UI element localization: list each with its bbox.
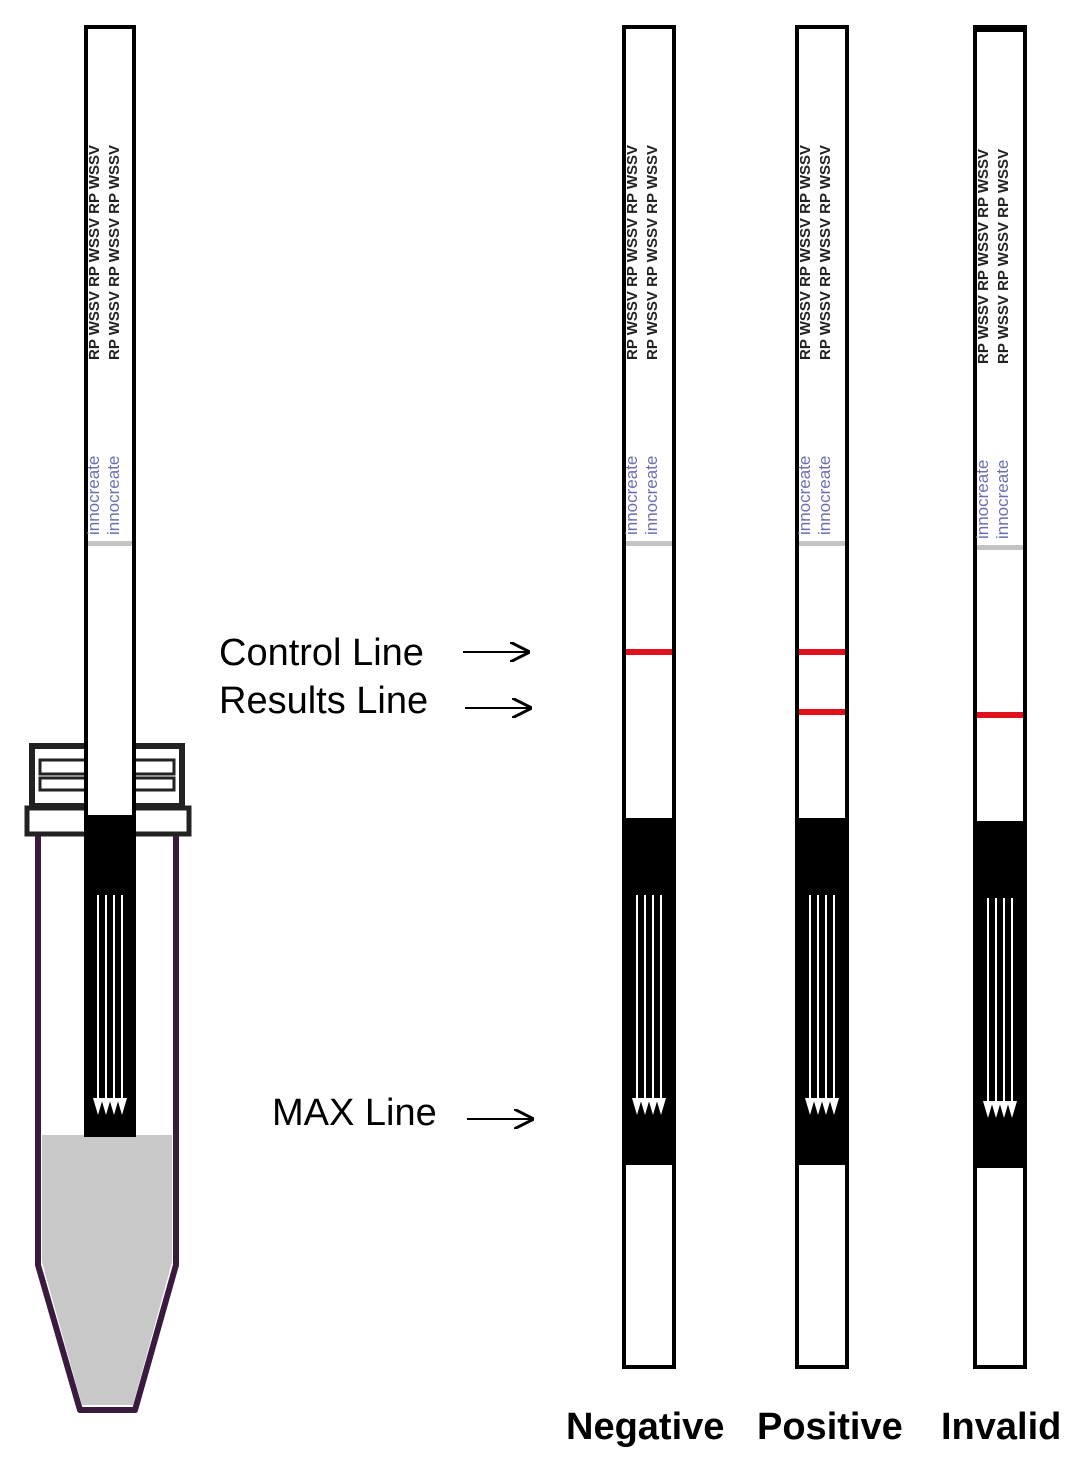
control-line-label: Control Line (219, 632, 424, 674)
svg-text:innocreate: innocreate (973, 460, 992, 539)
svg-text:RP WSSV RP WSSV RP WSSV: RP WSSV RP WSSV RP WSSV (86, 145, 103, 360)
tube-liquid (42, 1135, 172, 1405)
strip-invalid: innocreate RP WSSV RP WSSV RP WSSV innoc… (973, 25, 1027, 1369)
tube-strip: innocreate RP WSSV RP WSSV RP WSSV innoc… (84, 25, 136, 1137)
results-line-mark (799, 709, 845, 715)
result-label-invalid: Invalid (941, 1406, 1062, 1448)
result-label-positive: Positive (757, 1406, 903, 1448)
results-line-label: Results Line (219, 680, 429, 722)
tube-body (35, 835, 179, 1413)
svg-text:innocreate: innocreate (815, 456, 834, 535)
strip-print: innocreate RP WSSV RP WSSV RP WSSV innoc… (84, 145, 123, 535)
svg-text:innocreate: innocreate (104, 456, 123, 535)
results-line-mark (977, 712, 1023, 718)
svg-text:innocreate: innocreate (993, 460, 1012, 539)
result-label-negative: Negative (566, 1406, 725, 1448)
svg-text:innocreate: innocreate (622, 456, 641, 535)
svg-text:innocreate: innocreate (84, 456, 103, 535)
svg-text:RP WSSV RP WSSV RP WSSV: RP WSSV RP WSSV RP WSSV (106, 145, 123, 360)
strip-positive: innocreate RP WSSV RP WSSV RP WSSV innoc… (795, 25, 849, 1369)
svg-text:RP WSSV RP WSSV RP WSSV: RP WSSV RP WSSV RP WSSV (797, 145, 814, 360)
max-line-label: MAX Line (272, 1092, 437, 1134)
svg-text:RP WSSV RP WSSV RP WSSV: RP WSSV RP WSSV RP WSSV (644, 145, 661, 360)
svg-text:innocreate: innocreate (642, 456, 661, 535)
svg-text:RP WSSV RP WSSV RP WSSV: RP WSSV RP WSSV RP WSSV (975, 149, 992, 364)
svg-text:RP WSSV RP WSSV RP WSSV: RP WSSV RP WSSV RP WSSV (995, 149, 1012, 364)
control-line-mark (626, 649, 672, 655)
svg-text:innocreate: innocreate (795, 456, 814, 535)
svg-text:RP WSSV RP WSSV RP WSSV: RP WSSV RP WSSV RP WSSV (624, 145, 641, 360)
svg-text:RP WSSV RP WSSV RP WSSV: RP WSSV RP WSSV RP WSSV (817, 145, 834, 360)
control-line-mark (799, 649, 845, 655)
strip-negative: innocreate RP WSSV RP WSSV RP WSSV innoc… (622, 25, 676, 1369)
tube-strip-black-band (86, 815, 134, 1135)
